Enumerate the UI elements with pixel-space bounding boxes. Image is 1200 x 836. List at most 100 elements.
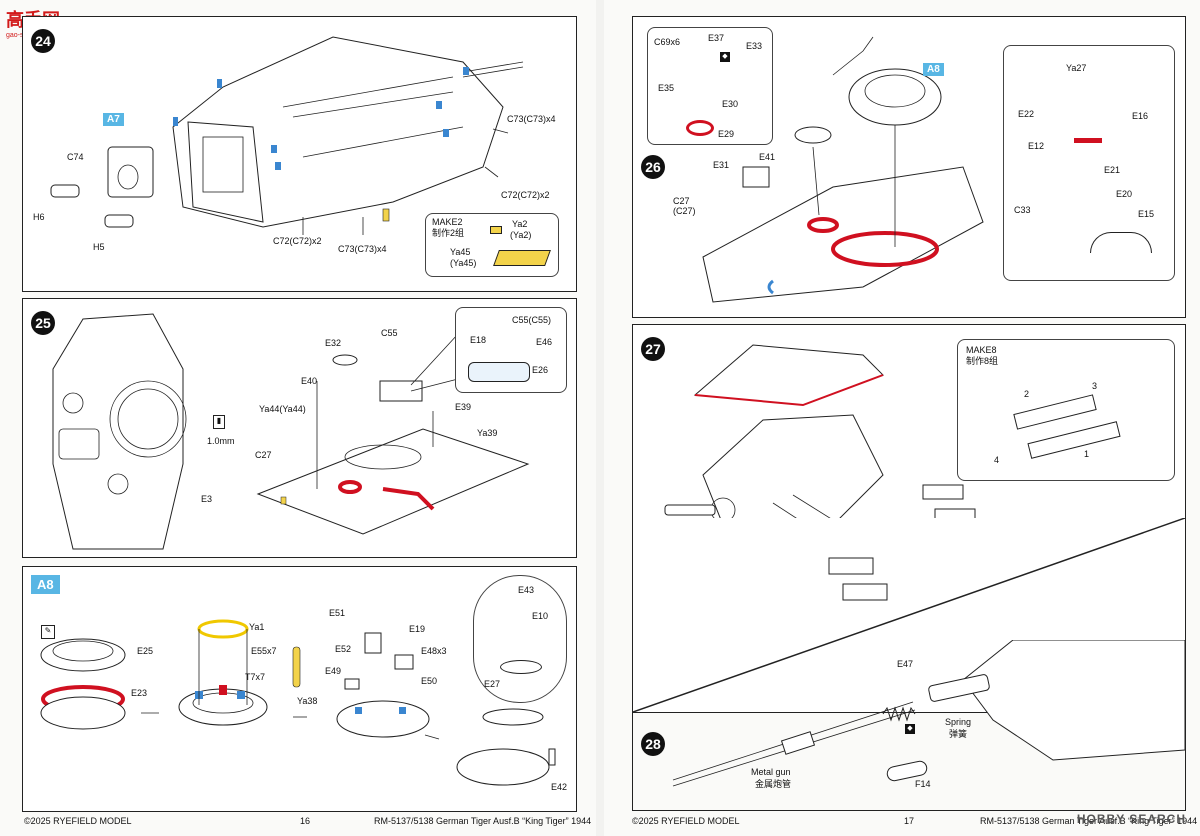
a8-tag: A8 (31, 575, 60, 594)
label-e33: E33 (746, 41, 763, 51)
right-page: 26 C69x6 E37 E33 E35 E30 E29 ◆ A8 E31 E4… (604, 0, 1200, 836)
left-footer-model: RM-5137/5138 German Tiger Ausf.B “King T… (374, 816, 592, 826)
step-24-panel: 24 A7 C74 H6 H5 (22, 16, 577, 292)
hobby-search-logo: HOBBY SEARCH (1076, 812, 1186, 826)
label-c73-b: C73(C73)x4 (338, 244, 387, 254)
label-e55: E55x7 (251, 646, 277, 656)
e29-ring (686, 120, 714, 136)
glue-icon: ✎ (41, 625, 55, 639)
label-drill-size: 1.0mm (207, 436, 235, 446)
label-ya1: Ya1 (249, 622, 265, 632)
label-c27: C27 (255, 450, 272, 460)
left-footer-copyright: ©2025 RYEFIELD MODEL (24, 816, 132, 826)
drill-icon: ▮ (213, 415, 225, 429)
step-25-number: 25 (31, 311, 55, 335)
label-e40: E40 (301, 376, 318, 386)
step-25-drawing (52, 313, 530, 550)
step-24-tag-a7: A7 (103, 113, 124, 126)
left-page: 高手网 gao-shou.com 24 (0, 0, 596, 836)
right-footer-copyright: ©2025 RYEFIELD MODEL (632, 816, 740, 826)
label-e23: E23 (131, 688, 148, 698)
label-e21: E21 (1104, 165, 1121, 175)
label-e10: E10 (532, 611, 549, 621)
label-e18: E18 (470, 335, 487, 345)
label-e41: E41 (759, 152, 776, 162)
label-e47: E47 (897, 659, 914, 669)
label-e3: E3 (201, 494, 213, 504)
make2-title: MAKE2 (432, 217, 463, 227)
label-spring: Spring (945, 717, 972, 727)
label-e48: E48x3 (421, 646, 447, 656)
label-e39: E39 (455, 402, 472, 412)
label-c69: C69x6 (654, 37, 681, 47)
track-strip-bottom (1027, 421, 1121, 459)
label-e27: E27 (484, 679, 501, 689)
label-c27: C27 (673, 196, 690, 206)
a8-panel: A8 ✎ E2 (22, 566, 577, 812)
label-n3: 3 (1092, 381, 1098, 391)
label-c72-a: C72(C72)x2 (501, 190, 550, 200)
paint-icon: ◆ (720, 52, 730, 62)
label-metal-gun: Metal gun (751, 767, 791, 777)
label-spring-cn: 弹簧 (949, 729, 968, 739)
step-25-panel: 25 E32 C55 E40 Ya44(Ya44) E39 Ya39 C27 (22, 298, 577, 558)
step-27-drawing (664, 344, 976, 519)
label-ya27: Ya27 (1066, 63, 1087, 73)
label-c55: C55 (381, 328, 398, 338)
label-ya45b: (Ya45) (450, 258, 477, 268)
step-24-drawing (50, 36, 524, 235)
ya2-part (490, 226, 502, 234)
step-26-inset-hatch: C69x6 E37 E33 E35 E30 E29 ◆ (647, 27, 773, 145)
a8-drawing (40, 619, 556, 786)
label-e19: E19 (409, 624, 426, 634)
step-25-inset: C55(C55) E18 E46 E26 (455, 307, 567, 393)
e16-part (1074, 138, 1102, 143)
e27-part (500, 660, 542, 674)
step-27-panel: 27 MAKE8 制作8组 1 2 3 4 (632, 324, 1186, 519)
label-e20: E20 (1116, 189, 1133, 199)
label-c74: C74 (67, 152, 84, 162)
right-footer-model: RM-5137/5138 German Tiger Ausf.B “King T… (980, 816, 1198, 826)
label-e49: E49 (325, 666, 342, 676)
make2-box: MAKE2 制作2组 Ya2 (Ya2) Ya45 (Ya45) (425, 213, 559, 277)
label-e25: E25 (137, 646, 154, 656)
make8-title-cn: 制作8组 (966, 356, 999, 366)
e15-ring (1090, 232, 1152, 253)
label-c33: C33 (1014, 205, 1031, 215)
label-e43: E43 (518, 585, 535, 595)
label-c73-a: C73(C73)x4 (507, 114, 556, 124)
make8-box: MAKE8 制作8组 1 2 3 4 (957, 339, 1175, 481)
label-e37: E37 (708, 33, 725, 43)
label-e12: E12 (1028, 141, 1045, 151)
ya45-part (493, 250, 551, 266)
label-ya2b: (Ya2) (510, 230, 532, 240)
make8-title: MAKE8 (966, 345, 997, 355)
label-metal-gun-cn: 金属炮管 (755, 779, 792, 789)
label-e32: E32 (325, 338, 342, 348)
step-27-number: 27 (641, 337, 665, 361)
label-h6: H6 (33, 212, 45, 222)
label-e29: E29 (718, 129, 735, 139)
label-n1: 1 (1084, 449, 1090, 459)
label-c72-b: C72(C72)x2 (273, 236, 322, 246)
step-28-drawing (672, 640, 1185, 787)
label-e15: E15 (1138, 209, 1155, 219)
step-26-number: 26 (641, 155, 665, 179)
label-ya45: Ya45 (450, 247, 471, 257)
a8-inset: E43 E10 E27 (473, 575, 567, 703)
step-24-number: 24 (31, 29, 55, 53)
label-c27b: (C27) (673, 206, 696, 216)
step-28-panel: 28 E47 Spring 弹簧 ◆ Metal gun 金属炮管 F14 (632, 640, 1186, 811)
label-t7: T7x7 (245, 672, 266, 682)
label-n2: 2 (1024, 389, 1030, 399)
step-28-number: 28 (641, 732, 665, 756)
step-26-drawing (702, 36, 984, 303)
label-e22: E22 (1018, 109, 1035, 119)
step-26-tag-a8: A8 (923, 63, 944, 76)
label-ya2: Ya2 (512, 219, 528, 229)
label-e16: E16 (1132, 111, 1149, 121)
make2-title-cn: 制作2组 (432, 228, 465, 238)
label-e46: E46 (536, 337, 553, 347)
step-27-lower-drawing (633, 518, 1185, 712)
step-26-panel: 26 C69x6 E37 E33 E35 E30 E29 ◆ A8 E31 E4… (632, 16, 1186, 318)
